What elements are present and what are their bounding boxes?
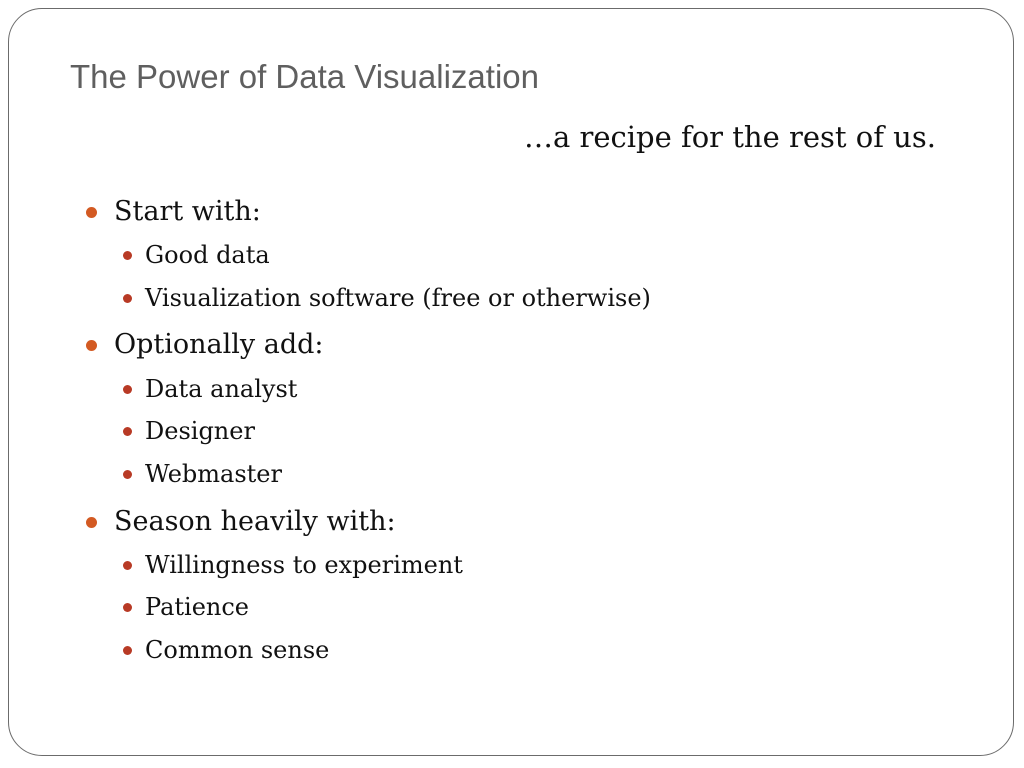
bullet-start-with: Start with:	[86, 194, 261, 230]
sub-bullet-dot	[123, 470, 132, 479]
sub-bullet-dot	[123, 385, 132, 394]
sub-bullet-label: Good data	[145, 241, 270, 269]
sub-bullet-label: Common sense	[145, 636, 330, 664]
sub-bullet-label: Webmaster	[145, 460, 282, 488]
bullet-label: Start with:	[114, 196, 261, 227]
bullet-dot	[86, 340, 97, 351]
bullet-label: Optionally add:	[114, 329, 324, 360]
sub-bullet-visualization-software: Visualization software (free or otherwis…	[123, 282, 651, 314]
sub-bullet-good-data: Good data	[123, 239, 270, 271]
sub-bullet-designer: Designer	[123, 415, 255, 447]
sub-bullet-label: Data analyst	[145, 375, 298, 403]
sub-bullet-webmaster: Webmaster	[123, 458, 282, 490]
sub-bullet-dot	[123, 427, 132, 436]
sub-bullet-common-sense: Common sense	[123, 634, 330, 666]
bullet-optionally-add: Optionally add:	[86, 327, 324, 363]
sub-bullet-dot	[123, 603, 132, 612]
sub-bullet-dot	[123, 646, 132, 655]
bullet-dot	[86, 207, 97, 218]
sub-bullet-dot	[123, 251, 132, 260]
slide-subtitle: …a recipe for the rest of us.	[524, 120, 936, 154]
sub-bullet-dot	[123, 294, 132, 303]
sub-bullet-label: Willingness to experiment	[145, 551, 463, 579]
slide-title: The Power of Data Visualization	[70, 58, 539, 95]
sub-bullet-label: Patience	[145, 593, 250, 621]
sub-bullet-dot	[123, 561, 132, 570]
sub-bullet-data-analyst: Data analyst	[123, 373, 298, 405]
sub-bullet-willingness: Willingness to experiment	[123, 549, 463, 581]
bullet-label: Season heavily with:	[114, 506, 396, 537]
bullet-season-heavily-with: Season heavily with:	[86, 504, 396, 540]
sub-bullet-patience: Patience	[123, 591, 250, 623]
sub-bullet-label: Designer	[145, 417, 255, 445]
bullet-dot	[86, 517, 97, 528]
slide-frame	[8, 8, 1014, 756]
sub-bullet-label: Visualization software (free or otherwis…	[145, 284, 651, 312]
